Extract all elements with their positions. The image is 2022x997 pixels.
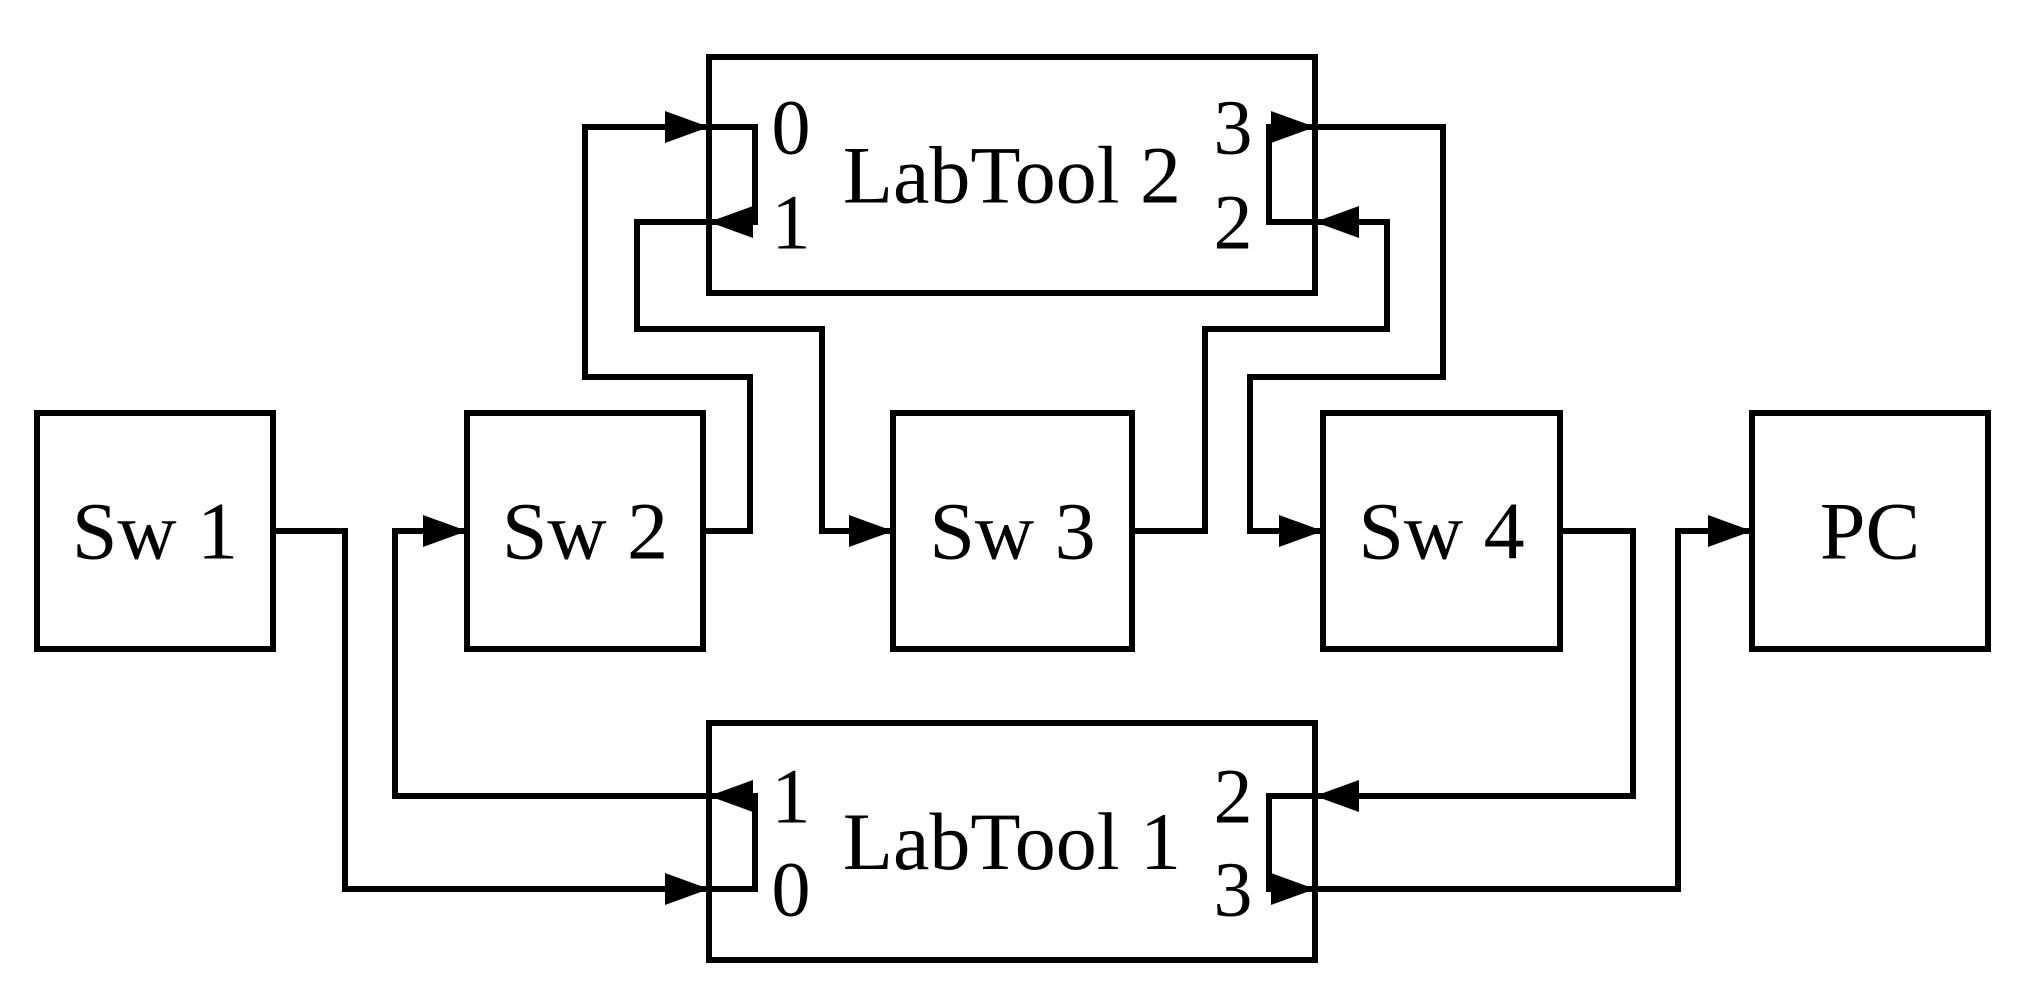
port-label-labtool1-3: 3: [1214, 846, 1253, 933]
connector-labtool2-port3-to-sw4: [1247, 124, 1446, 534]
node-label-sw3: Sw 3: [929, 486, 1095, 577]
arrowhead-icon: [423, 515, 467, 547]
port-label-labtool1-2: 2: [1214, 753, 1253, 840]
arrowhead-icon: [1271, 111, 1315, 143]
port-label-labtool2-3: 3: [1214, 84, 1253, 171]
arrowhead-icon: [709, 780, 753, 812]
node-label-sw1: Sw 1: [72, 486, 238, 577]
connector-sw2-to-labtool2-port0: [582, 124, 753, 534]
node-label-labtool2: LabTool 2: [843, 130, 1181, 221]
connector-sw1-to-labtool1-port0: [273, 528, 709, 892]
arrowhead-icon: [849, 515, 893, 547]
port-label-labtool1-0: 0: [772, 846, 811, 933]
node-box-sw4: [1320, 410, 1563, 652]
arrowhead-icon: [709, 206, 753, 238]
arrowhead-icon: [1315, 780, 1359, 812]
arrowhead-icon: [1708, 515, 1752, 547]
node-box-labtool2: [706, 54, 1318, 296]
node-box-labtool1: [706, 720, 1318, 963]
port-label-labtool2-0: 0: [772, 84, 811, 171]
node-box-pc: [1749, 410, 1991, 652]
node-box-sw2: [464, 410, 706, 652]
node-label-sw2: Sw 2: [502, 486, 668, 577]
arrowhead-icon: [665, 873, 709, 905]
arrowhead-icon: [1315, 206, 1359, 238]
arrowhead-icon: [1279, 515, 1323, 547]
port-label-labtool2-2: 2: [1214, 179, 1253, 266]
node-label-pc: PC: [1820, 486, 1920, 577]
arrowhead-icon: [665, 111, 709, 143]
connector-labtool2-port1-to-sw3: [634, 219, 893, 534]
connector-sw3-to-labtool2-port2: [1132, 219, 1390, 534]
node-label-labtool1: LabTool 1: [843, 796, 1181, 887]
arrowhead-icon: [1271, 873, 1315, 905]
port-label-labtool2-1: 1: [772, 179, 811, 266]
port-label-labtool1-1: 1: [772, 753, 811, 840]
node-label-sw4: Sw 4: [1358, 486, 1524, 577]
node-box-sw1: [34, 410, 276, 652]
connector-sw4-to-labtool1-port2: [1315, 528, 1636, 799]
